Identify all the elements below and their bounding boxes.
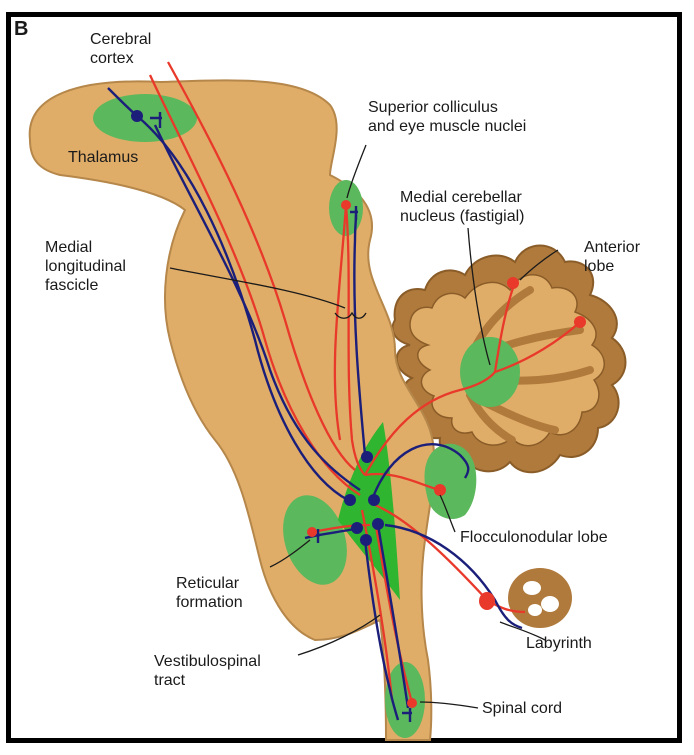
label-spinal-cord: Spinal cord [482, 699, 562, 718]
label-cerebral-cortex: Cerebral cortex [90, 30, 151, 68]
label-labyrinth: Labyrinth [526, 634, 592, 653]
fastigial-nucleus [460, 337, 520, 407]
label-flocculonodular-lobe: Flocculonodular lobe [460, 528, 608, 547]
label-medial-longitudinal-fascicle: Medial longitudinal fascicle [45, 238, 126, 295]
thalamus-nucleus [93, 94, 197, 142]
label-reticular-formation: Reticular formation [176, 574, 243, 612]
panel-letter: B [14, 18, 28, 41]
label-medial-cerebellar-nucleus: Medial cerebellar nucleus (fastigial) [400, 188, 525, 226]
label-vestibulospinal-tract: Vestibulospinal tract [154, 652, 261, 690]
label-superior-colliculus: Superior colliculus and eye muscle nucle… [368, 98, 526, 136]
flocculonodular-nucleus [425, 444, 477, 519]
label-thalamus: Thalamus [68, 148, 138, 167]
label-anterior-lobe: Anterior lobe [584, 238, 640, 276]
labyrinth-organ [508, 568, 572, 628]
brainstem [30, 80, 435, 740]
